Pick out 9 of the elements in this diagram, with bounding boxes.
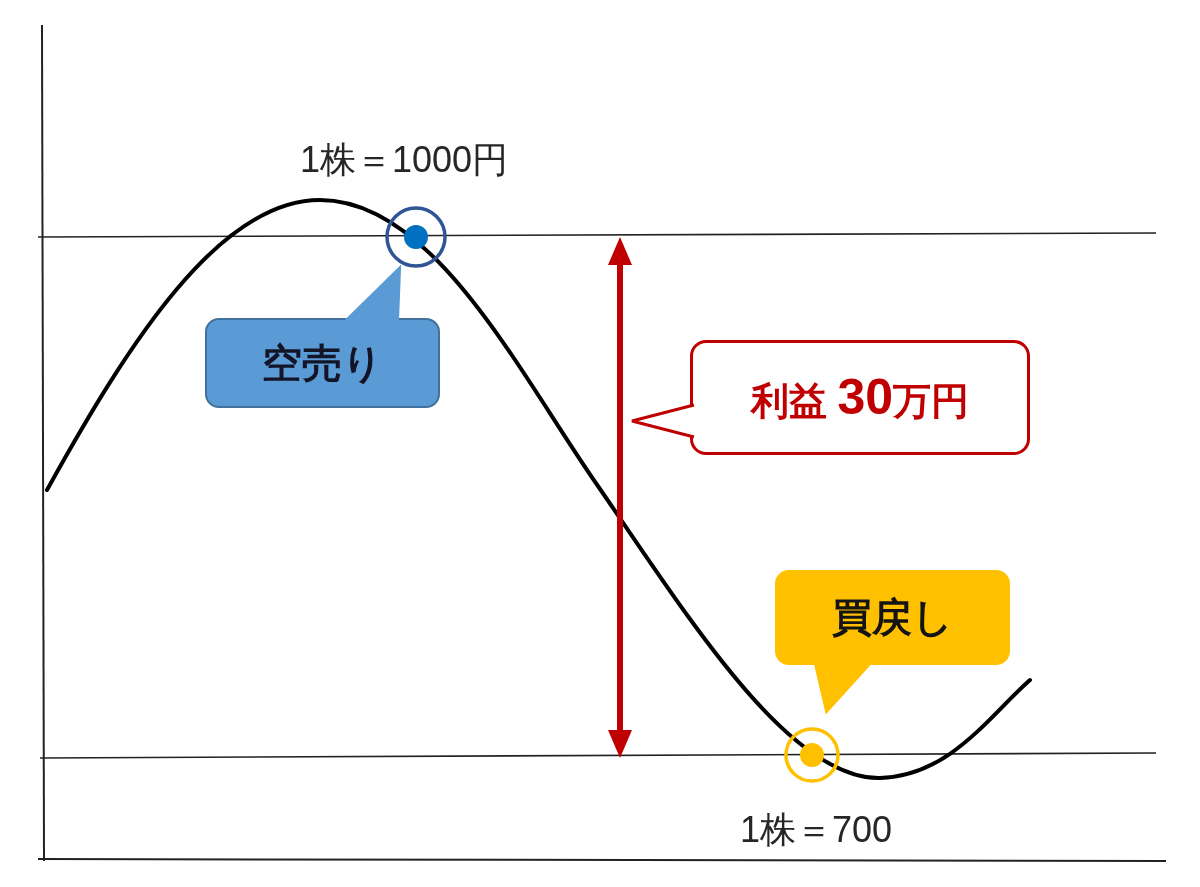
callout-box: 利益 30万円 — [690, 340, 1030, 455]
callout-pointer — [814, 663, 871, 715]
callout-pointer — [344, 264, 402, 322]
price-label: 1株＝700 — [740, 810, 893, 850]
ring-marker-icon — [782, 725, 842, 785]
callout-pointer — [630, 403, 696, 439]
double-headed-arrow — [608, 237, 632, 758]
ring-marker-icon — [383, 204, 449, 270]
price-label: 1株＝1000円 — [300, 140, 509, 180]
